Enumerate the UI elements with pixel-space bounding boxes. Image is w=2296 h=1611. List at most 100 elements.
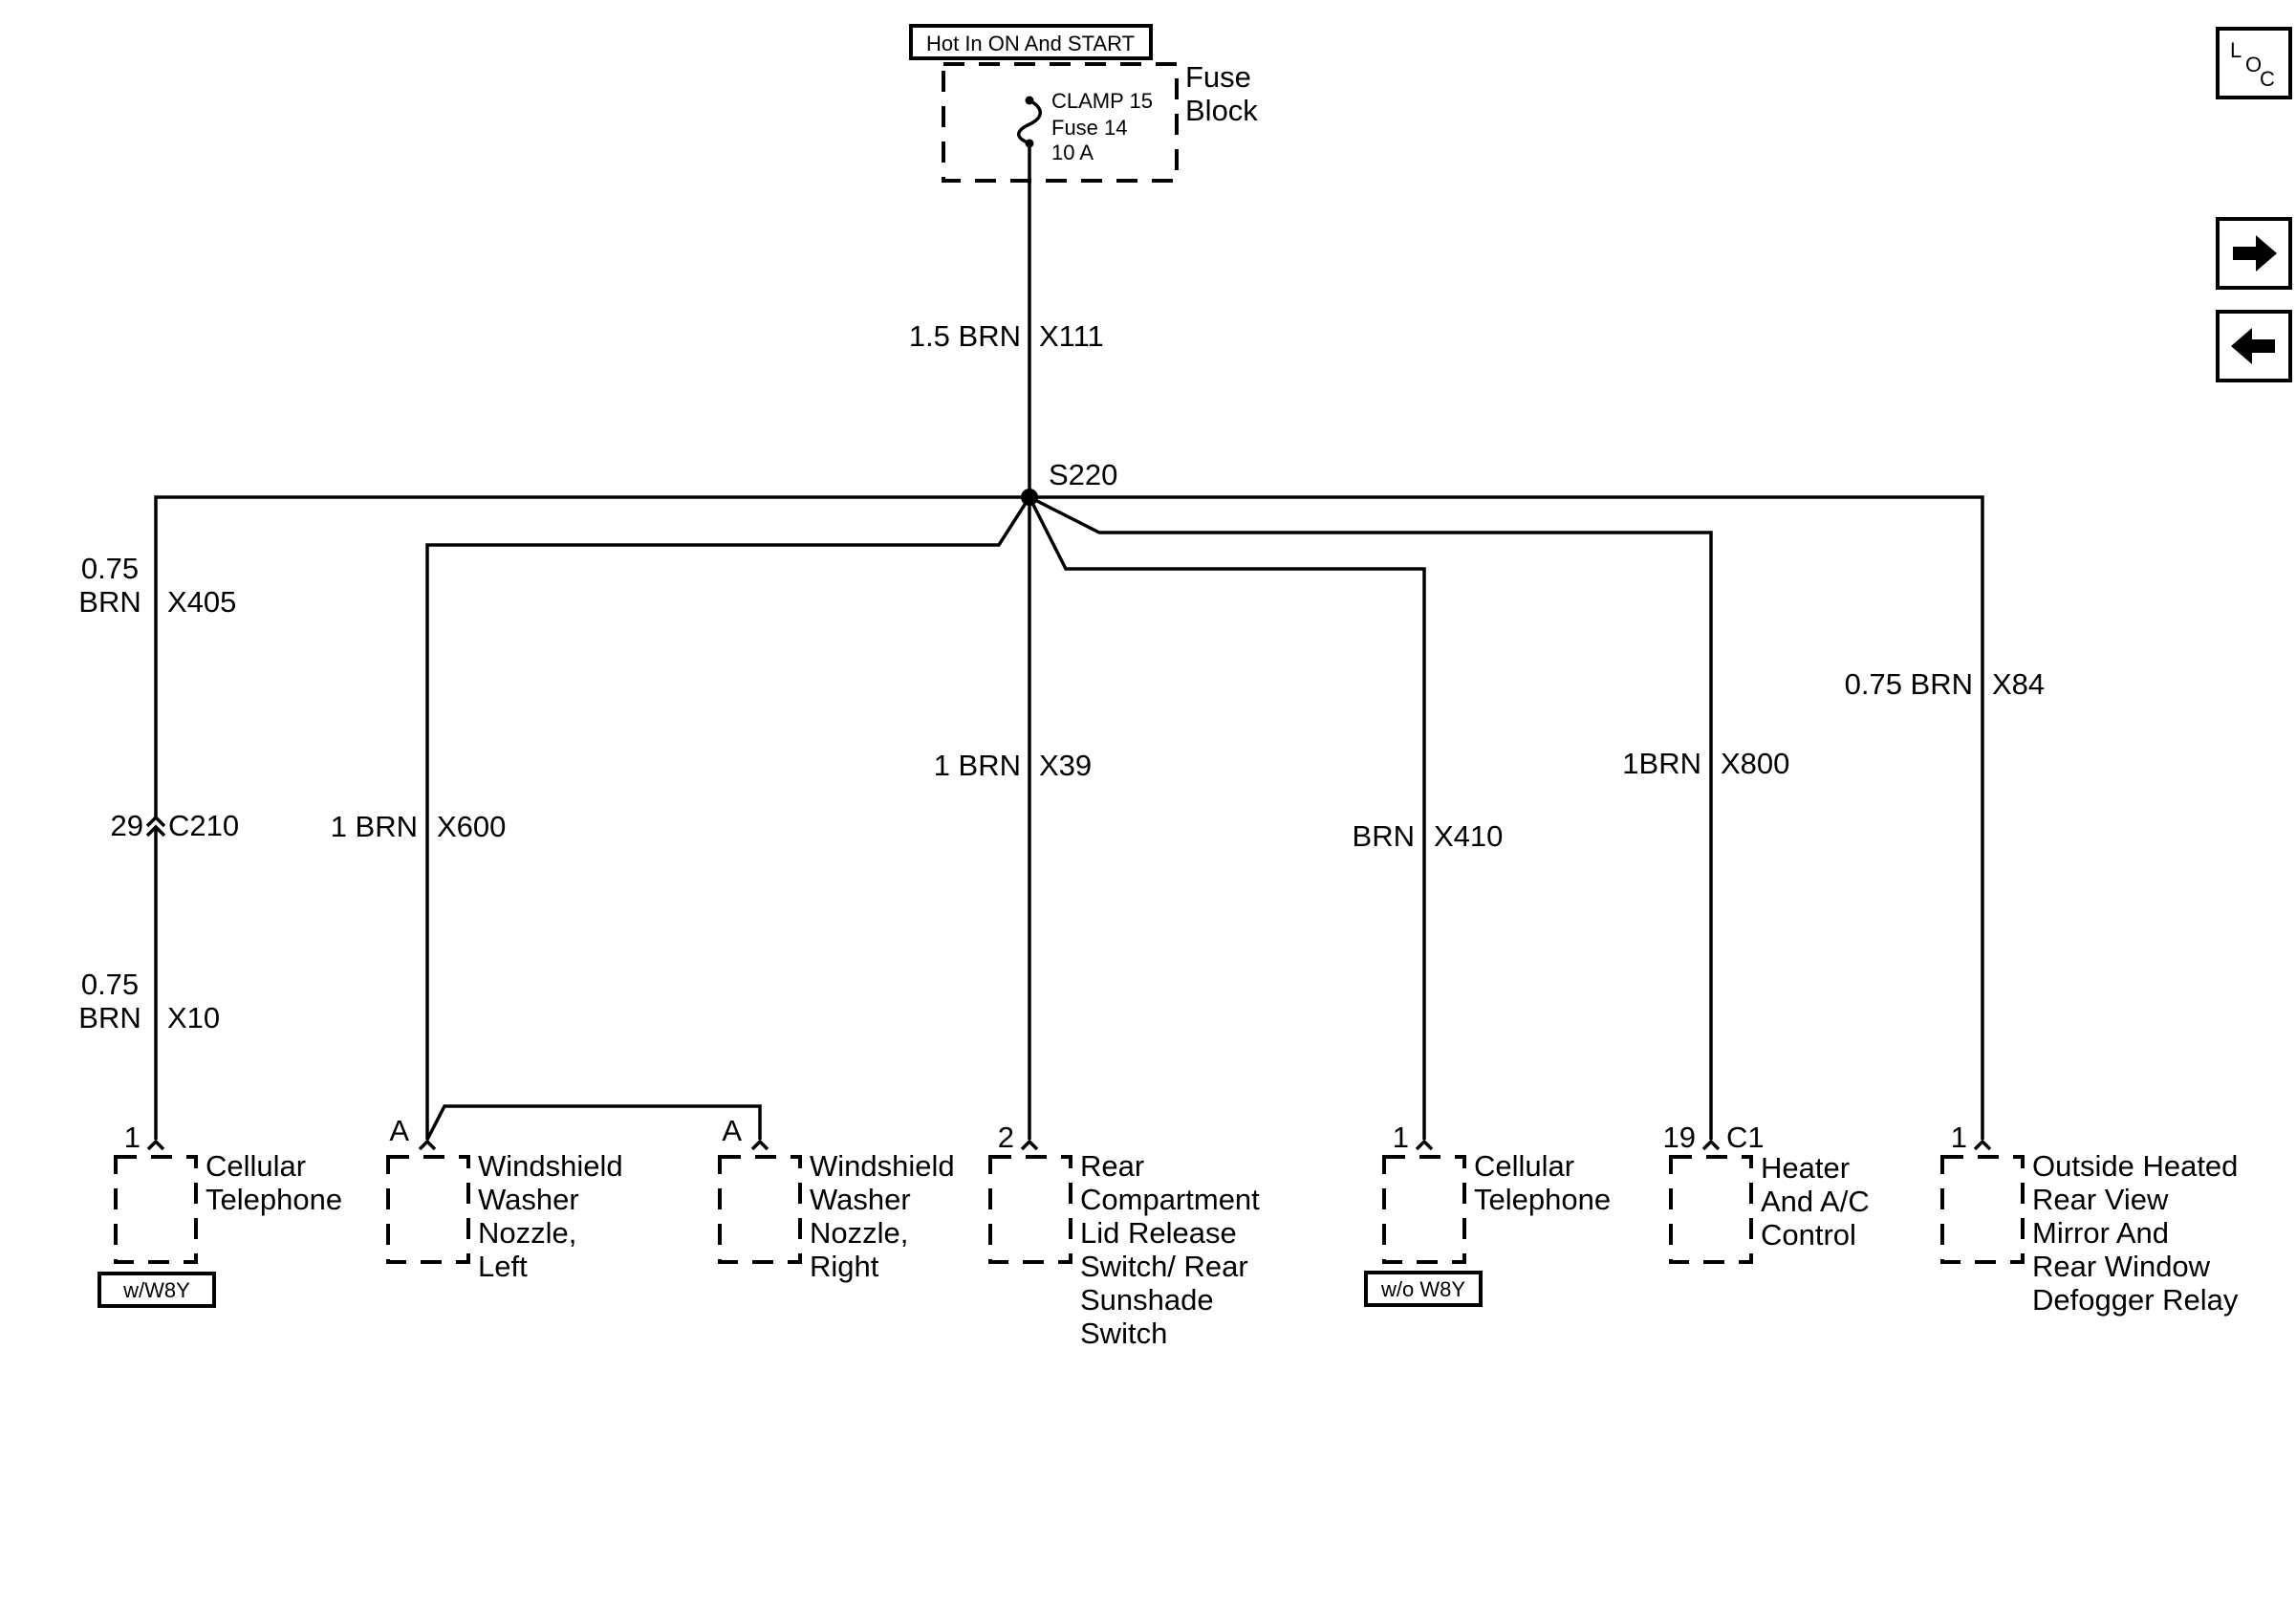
component-label-line: Control	[1761, 1218, 1856, 1252]
component-label-line: Telephone	[1474, 1183, 1611, 1216]
component-label-line: Right	[810, 1250, 879, 1283]
component-label-line: Rear Window	[2032, 1250, 2211, 1283]
wire-x600	[425, 496, 1031, 1140]
x84-circuit: X84	[1992, 667, 2045, 701]
component-label-line: Telephone	[206, 1183, 342, 1216]
power-source: Hot In ON And START Fuse Block CLAMP 15 …	[909, 24, 1258, 183]
pin-number: 19	[1663, 1121, 1696, 1154]
component-outline	[114, 1155, 198, 1264]
component-label-line: Mirror And	[2032, 1216, 2169, 1250]
pin-terminal	[146, 1139, 165, 1151]
component-label-line: And A/C	[1761, 1185, 1870, 1218]
x410-circuit: X410	[1434, 819, 1503, 853]
pin-letter: A	[722, 1114, 742, 1147]
fuse-number: Fuse 14	[1051, 116, 1128, 140]
option-box	[97, 1272, 216, 1308]
fuse-block-label-2: Block	[1185, 94, 1258, 127]
x600-circuit: X600	[437, 810, 506, 843]
wire-x800	[1029, 495, 1713, 1140]
feed-wire-size: 1.5 BRN	[909, 319, 1021, 353]
x800-circuit: X800	[1721, 747, 1789, 780]
component-label-line: Compartment	[1080, 1183, 1260, 1216]
pin-terminal	[750, 1139, 769, 1151]
fuse-block-outline	[942, 62, 1179, 183]
x600-size: 1 BRN	[331, 810, 418, 843]
pin-number: 1	[1393, 1121, 1409, 1154]
component-label-line: Sunshade	[1080, 1283, 1214, 1317]
x10-color: BRN	[78, 1001, 141, 1034]
x10-size: 0.75	[81, 968, 139, 1001]
component-cellular-telephone-wo-w8y: 1 Cellular Telephone w/o W8Y	[1364, 1121, 1611, 1307]
component-label-line: Heater	[1761, 1151, 1850, 1185]
component-label-line: Washer	[810, 1183, 911, 1216]
fuse-clamp: CLAMP 15	[1051, 89, 1153, 113]
component-label-line: Cellular	[1474, 1149, 1574, 1183]
feed-wire-circuit: X111	[1039, 319, 1104, 353]
component-label-line: Nozzle,	[810, 1216, 908, 1250]
component-label-line: Outside Heated	[2032, 1149, 2238, 1183]
loc-button[interactable]: L O C	[2216, 27, 2292, 99]
wire-x410	[1028, 496, 1426, 1140]
component-mirror-defogger-relay: 1 Outside Heated Rear View Mirror And Re…	[1940, 1121, 2239, 1317]
component-label-line: Washer	[478, 1183, 579, 1216]
pin-terminal	[1415, 1139, 1434, 1151]
wire-x405	[154, 495, 1029, 817]
component-outline	[1669, 1155, 1753, 1264]
option-box	[1364, 1271, 1483, 1307]
hot-in-label: Hot In ON And START	[926, 32, 1135, 55]
component-label-line: Windshield	[478, 1149, 623, 1183]
option-label: w/W8Y	[122, 1278, 190, 1302]
pin-terminal	[418, 1139, 437, 1151]
component-label-line: Windshield	[810, 1149, 955, 1183]
component-label-line: Cellular	[206, 1149, 306, 1183]
connector-c210	[145, 815, 166, 838]
component-outline	[718, 1155, 802, 1264]
splice-label: S220	[1049, 458, 1117, 491]
next-page-button[interactable]	[2216, 217, 2292, 290]
component-cellular-telephone-w-w8y: 1 Cellular Telephone w/W8Y	[97, 1121, 342, 1308]
option-label: w/o W8Y	[1380, 1277, 1465, 1301]
component-outline	[1382, 1155, 1466, 1264]
x405-size: 0.75	[81, 552, 139, 585]
x800-size: 1BRN	[1622, 747, 1701, 780]
component-label-line: Rear View	[2032, 1183, 2169, 1216]
fuse-icon	[1017, 98, 1042, 145]
pin-terminal	[1973, 1139, 1992, 1151]
arrow-right-icon	[2233, 235, 2277, 272]
hot-in-label-box	[909, 24, 1153, 60]
connector-name: C1	[1726, 1121, 1765, 1154]
pin-terminal	[1701, 1139, 1721, 1151]
loc-icon-letter-l: L	[2230, 38, 2242, 62]
arrow-left-icon	[2231, 328, 2275, 364]
component-label-line: Left	[478, 1250, 528, 1283]
c210-pin: 29	[111, 809, 143, 842]
component-label-line: Switch/ Rear	[1080, 1250, 1248, 1283]
previous-page-button[interactable]	[2216, 310, 2292, 382]
component-washer-nozzle-left: A Windshield Washer Nozzle, Left	[386, 1114, 623, 1283]
x39-circuit: X39	[1039, 749, 1092, 782]
component-heater-ac-control: 19 C1 Heater And A/C Control	[1663, 1121, 1870, 1264]
loc-icon-letter-c: C	[2260, 67, 2275, 91]
x84-size: 0.75 BRN	[1845, 667, 1973, 701]
pin-number: 1	[124, 1121, 141, 1154]
pin-letter: A	[389, 1114, 409, 1147]
component-label-line: Defogger Relay	[2032, 1283, 2239, 1317]
component-rear-compartment-switch: 2 Rear Compartment Lid Release Switch/ R…	[988, 1121, 1260, 1350]
component-label-line: Switch	[1080, 1317, 1167, 1350]
wire-nozzle-jumper	[425, 1104, 762, 1141]
fuse-block-label-1: Fuse	[1185, 60, 1251, 94]
loc-icon-letter-o: O	[2245, 53, 2262, 76]
fuse-rating: 10 A	[1051, 141, 1094, 164]
x39-size: 1 BRN	[934, 749, 1021, 782]
component-outline	[1940, 1155, 2025, 1264]
x10-circuit: X10	[167, 1001, 220, 1034]
x405-color: BRN	[78, 585, 141, 619]
component-label-line: Nozzle,	[478, 1216, 576, 1250]
component-washer-nozzle-right: A Windshield Washer Nozzle, Right	[718, 1114, 955, 1283]
x405-circuit: X405	[167, 585, 236, 619]
component-outline	[988, 1155, 1072, 1264]
component-label-line: Rear	[1080, 1149, 1144, 1183]
pin-terminal	[1020, 1139, 1039, 1151]
component-outline	[386, 1155, 470, 1264]
